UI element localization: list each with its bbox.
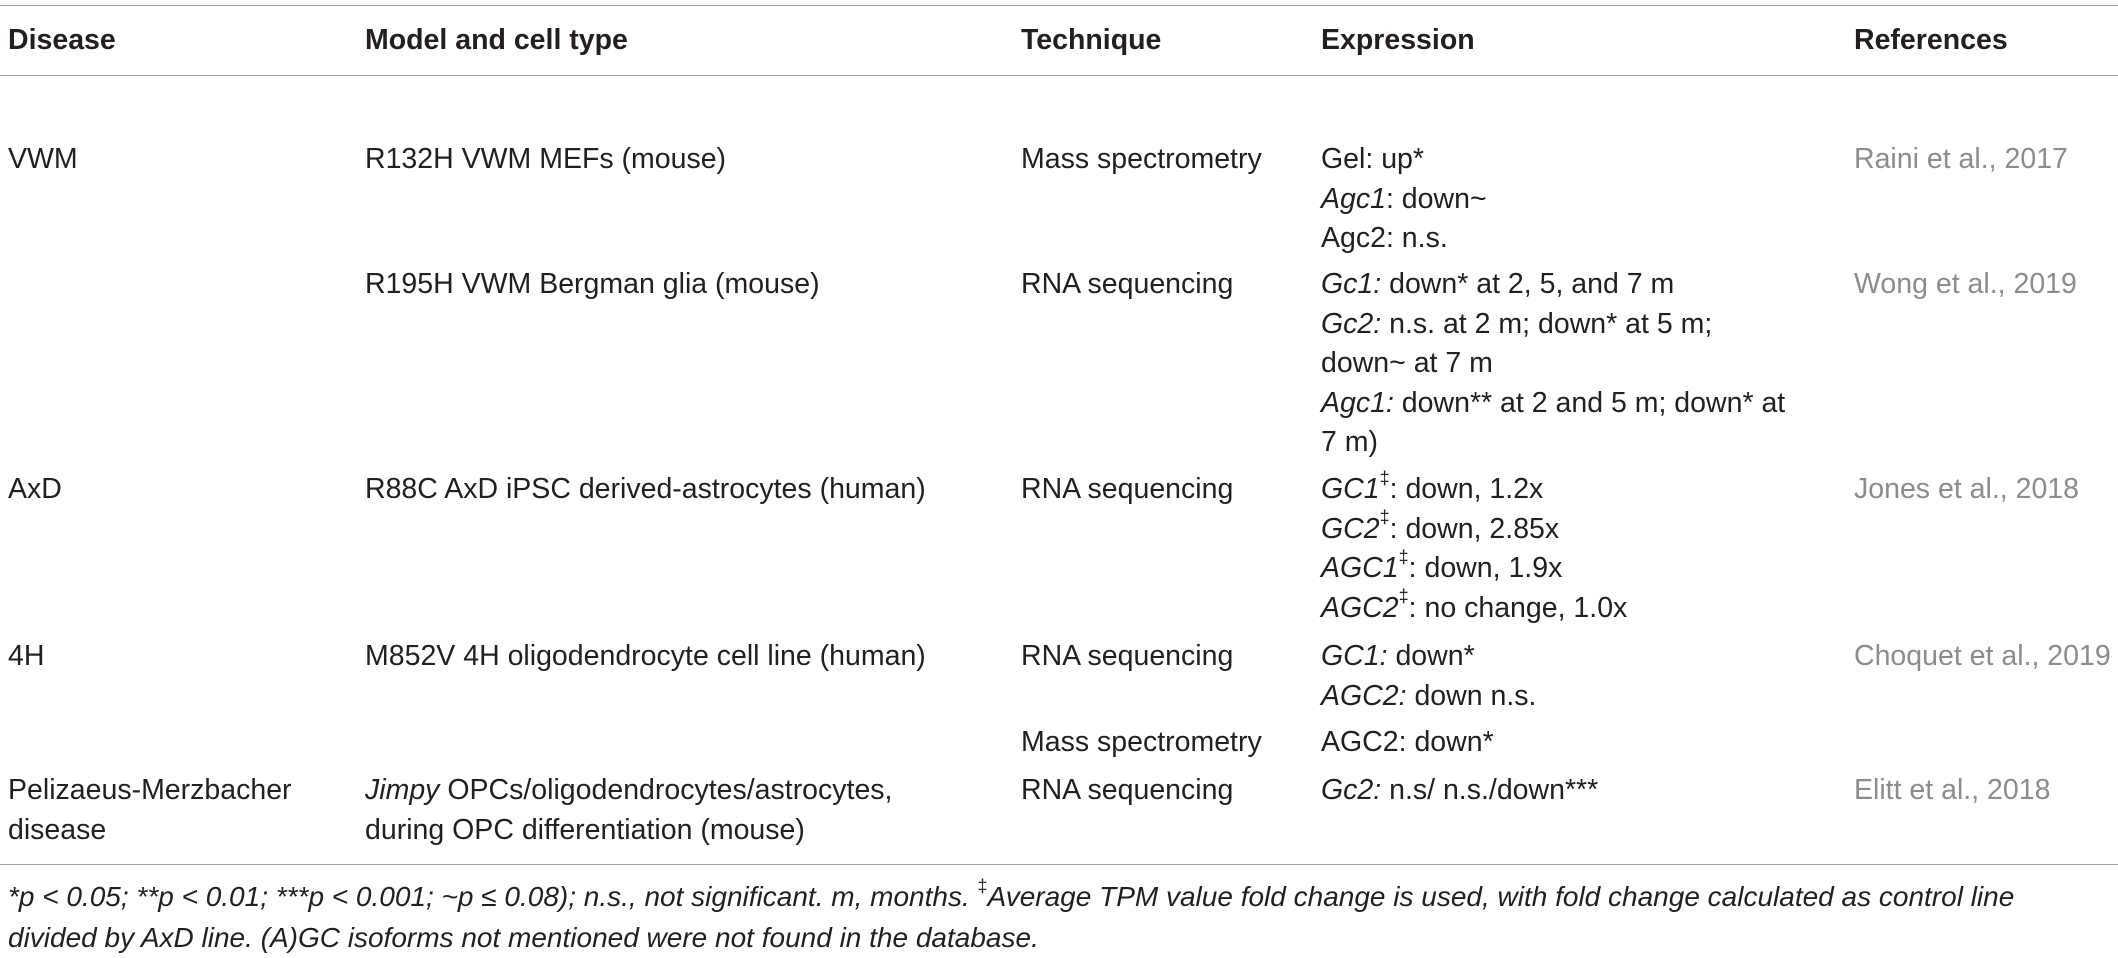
row2-reference[interactable]: Wong et al., 2019 [1854,268,2077,300]
row3-expr-line2: GC2‡: down, 2.85x [1321,507,1560,545]
row5-reference[interactable]: Elitt et al., 2018 [1854,774,2051,806]
row1-reference[interactable]: Raini et al., 2017 [1854,143,2068,175]
row3-expr-line1: GC1‡: down, 1.2x [1321,467,1544,506]
row2-expression: Gc1: down* at 2, 5, and 7 m Gc2: n.s. at… [1321,265,1785,463]
table-top-rule [0,5,2118,6]
row5-expression: Gc2: n.s/ n.s./down*** [1321,774,1599,806]
header-model: Model and cell type [365,24,628,56]
row4-expr-line1: GC1: down* [1321,640,1475,672]
header-technique: Technique [1021,24,1162,56]
row5-technique: RNA sequencing [1021,774,1234,806]
row4-disease: 4H [8,640,45,672]
row2-expr-line2: Gc2: n.s. at 2 m; down* at 5 m; [1321,307,1713,340]
row4b-technique: Mass spectrometry [1021,726,1262,758]
table-bottom-rule [0,864,2118,865]
row1-expr-line2: Agc1: down~ [1321,182,1487,215]
row1-disease: VWM [8,143,78,175]
row1-technique: Mass spectrometry [1021,143,1262,175]
table-footnote: *p < 0.05; **p < 0.01; ***p < 0.001; ~p … [8,875,2015,953]
header-disease: Disease [8,24,116,56]
header-expression: Expression [1321,24,1475,56]
row2-expr-line5: 7 m) [1321,426,1378,458]
row3-reference[interactable]: Jones et al., 2018 [1854,473,2079,505]
row4b-expression: AGC2: down* [1321,726,1494,758]
row2-model: R195H VWM Bergman glia (mouse) [365,268,820,300]
row3-expr-line3: AGC1‡: down, 1.9x [1321,546,1563,585]
row3-expression: GC1‡: down, 1.2x GC2‡: down, 2.85x AGC1‡… [1321,467,1628,628]
row5-disease: Pelizaeus-Merzbacher disease [8,774,292,846]
row1-expression: Gel: up* Agc1: down~ Agc2: n.s. [1321,140,1487,259]
row3-disease: AxD [8,473,62,505]
row3-model: R88C AxD iPSC derived-astrocytes (human) [365,473,926,505]
row1-expr-line1: Gel: up* [1321,143,1424,175]
row4-expr-line2: AGC2: down n.s. [1321,679,1537,712]
row5-model: Jimpy OPCs/oligodendrocytes/astrocytes, … [365,774,893,846]
row2-expr-line1: Gc1: down* at 2, 5, and 7 m [1321,268,1675,300]
row2-expr-line3: down~ at 7 m [1321,347,1493,379]
row4-model: M852V 4H oligodendrocyte cell line (huma… [365,640,926,672]
row1-expr-line3: Agc2: n.s. [1321,222,1448,254]
row3-technique: RNA sequencing [1021,473,1234,505]
row4-technique: RNA sequencing [1021,640,1234,672]
row4-reference[interactable]: Choquet et al., 2019 [1854,640,2111,672]
row4-expression: GC1: down* AGC2: down n.s. [1321,637,1536,716]
header-bottom-rule [0,75,2118,76]
header-references: References [1854,24,2008,56]
row2-expr-line4: Agc1: down** at 2 and 5 m; down* at [1321,386,1786,419]
row2-technique: RNA sequencing [1021,268,1234,300]
row1-model: R132H VWM MEFs (mouse) [365,143,727,175]
row3-expr-line4: AGC2‡: no change, 1.0x [1321,586,1628,624]
